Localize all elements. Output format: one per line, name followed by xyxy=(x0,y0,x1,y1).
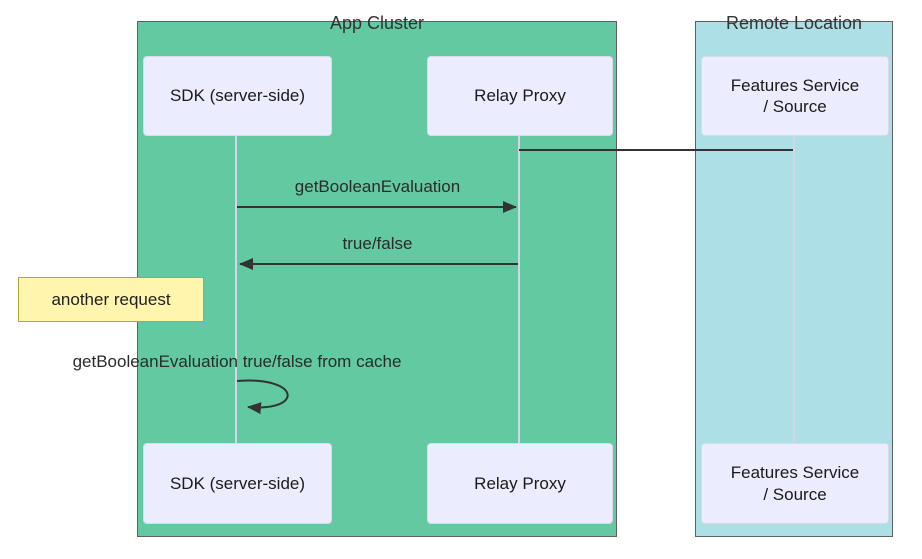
participant-sdk-bottom: SDK (server-side) xyxy=(143,443,332,524)
participant-label: Features Service / Source xyxy=(730,75,860,116)
participant-relay-proxy-top: Relay Proxy xyxy=(427,56,613,136)
message-label-getbooleanevaluation: getBooleanEvaluation xyxy=(294,177,461,196)
participant-sdk-top: SDK (server-side) xyxy=(143,56,332,136)
participant-relay-proxy-bottom: Relay Proxy xyxy=(427,443,613,524)
participant-features-service-bottom: Features Service / Source xyxy=(701,443,889,524)
note-another-request: another request xyxy=(18,277,204,322)
participant-label: Relay Proxy xyxy=(474,86,566,106)
participant-features-service-top: Features Service / Source xyxy=(701,56,889,136)
participant-label: Features Service / Source xyxy=(730,463,860,504)
note-label: another request xyxy=(51,289,171,309)
participant-label: Relay Proxy xyxy=(474,473,566,493)
remote-location-title: Remote Location xyxy=(725,13,863,33)
app-cluster-title: App Cluster xyxy=(329,13,425,33)
message-label-cache: getBooleanEvaluation true/false from cac… xyxy=(72,352,402,371)
participant-label: SDK (server-side) xyxy=(169,473,306,493)
participant-label: SDK (server-side) xyxy=(169,86,306,106)
message-label-truefalse: true/false xyxy=(342,234,413,253)
lifeline-sdk xyxy=(235,136,237,443)
lifeline-features-service xyxy=(793,136,795,443)
lifeline-relay-proxy xyxy=(518,135,520,443)
